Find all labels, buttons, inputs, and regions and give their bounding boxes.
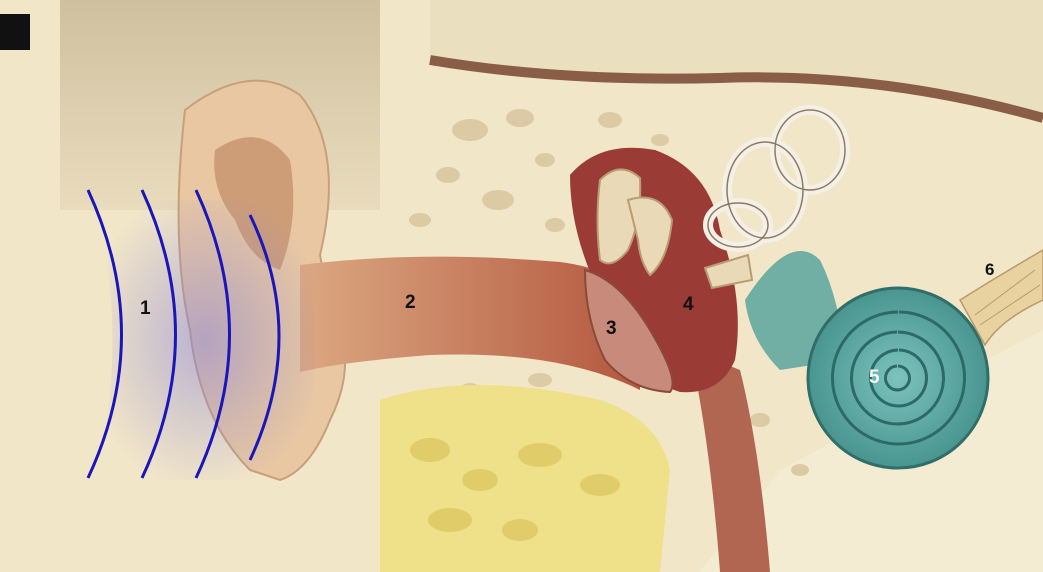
cochlea — [808, 288, 988, 468]
label-5: 5 — [869, 367, 880, 388]
label-6: 6 — [985, 260, 994, 279]
label-1: 1 — [140, 298, 151, 319]
sound-waves — [88, 190, 315, 480]
top-left-corner-block — [0, 14, 30, 50]
label-3: 3 — [606, 318, 617, 339]
label-2: 2 — [405, 292, 416, 313]
label-4: 4 — [683, 294, 694, 315]
fat-tissue — [380, 385, 670, 572]
